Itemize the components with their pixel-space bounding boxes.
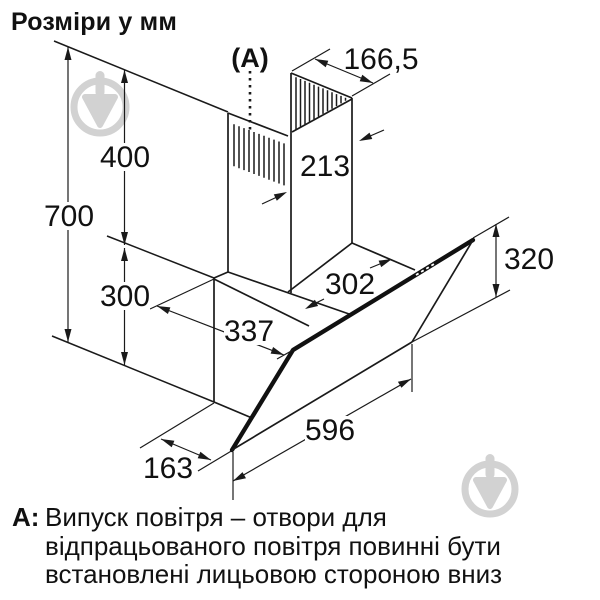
dimension-lines xyxy=(67,47,511,500)
page-title: Розміри у мм xyxy=(11,8,178,36)
dim-label-400: 400 xyxy=(100,141,150,174)
dim-label-700: 700 xyxy=(44,200,94,233)
hood-body xyxy=(213,271,353,419)
dim-label-320: 320 xyxy=(504,243,554,276)
dim-label-337: 337 xyxy=(224,315,274,348)
dim-label-300: 300 xyxy=(100,280,150,313)
dim-label-a-marker: (A) xyxy=(231,43,268,73)
label-backings xyxy=(44,143,356,444)
footnote-line-2: відпрацьованого повітря повинні бути xyxy=(45,530,501,561)
dim-label-302: 302 xyxy=(325,268,375,301)
dimension-arrowheads xyxy=(64,47,500,481)
dim-label-213: 213 xyxy=(300,150,350,183)
dim-label-163: 163 xyxy=(143,452,193,485)
chimney-vent-slots-front xyxy=(295,77,347,130)
watermark-logo-top-left xyxy=(70,71,130,137)
chimney-duct xyxy=(227,72,416,293)
dim-label-166-5: 166,5 xyxy=(343,43,418,76)
footnote-line-1: Випуск повітря – отвори для xyxy=(45,502,387,532)
dim-label-596: 596 xyxy=(305,414,355,447)
footnote-line-3: встановлені лицьовою стороною вниз xyxy=(45,559,503,589)
air-outlet-footnote: A: Випуск повітря – отвори для відпрацьо… xyxy=(12,503,572,589)
watermark-logo-bottom-right xyxy=(461,454,519,518)
footnote-marker: A: xyxy=(12,502,40,532)
chimney-vent-slots-left xyxy=(233,124,285,186)
